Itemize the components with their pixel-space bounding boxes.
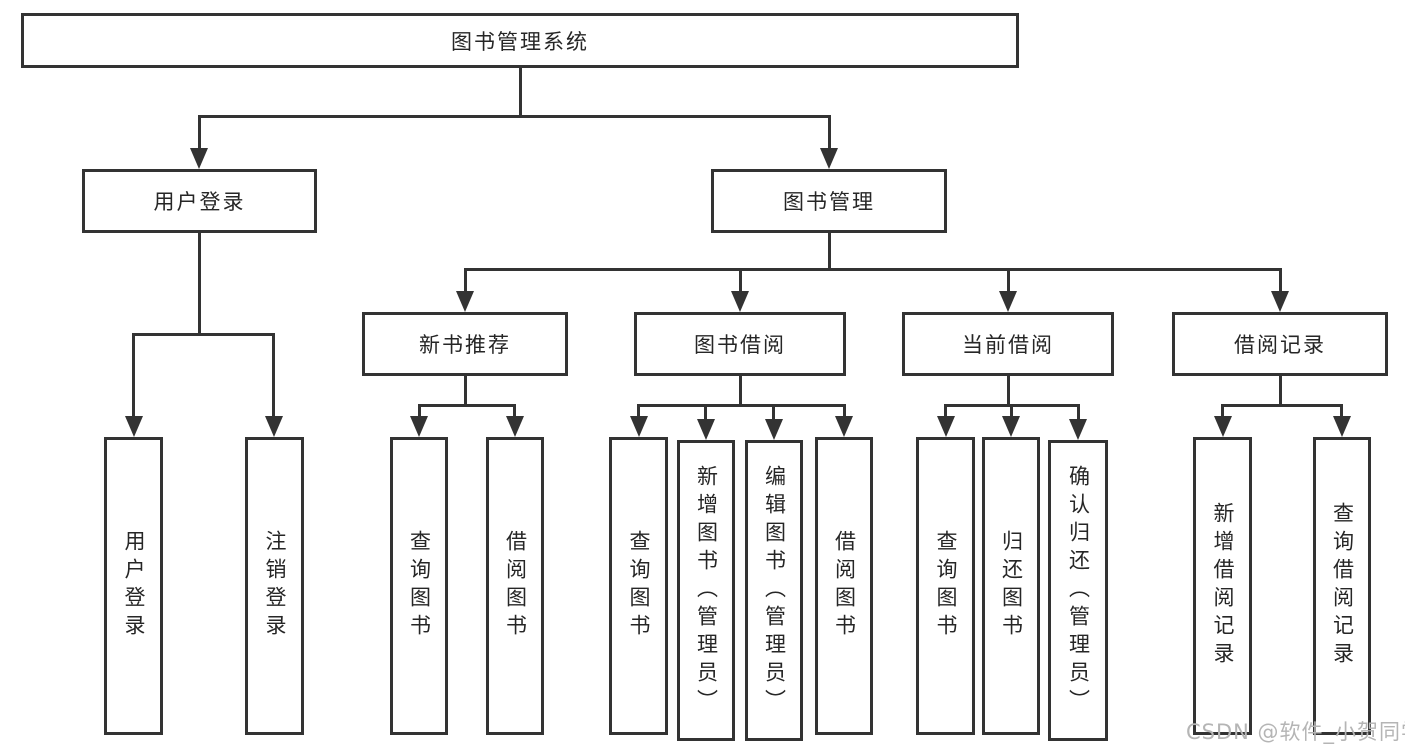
node-label: 当前借阅 <box>962 333 1054 357</box>
arrow-down-icon <box>410 416 428 437</box>
node-book-management: 图书管理 <box>711 169 947 233</box>
node-user-login: 用户登录 <box>82 169 317 233</box>
arrow-down-icon <box>765 419 783 440</box>
arrow-down-icon <box>125 416 143 437</box>
leaf-query-borrow-record: 查询借阅记录 <box>1313 437 1371 735</box>
connector-current-stem <box>1007 376 1010 407</box>
connector-leaf-drop <box>843 404 846 418</box>
arrow-down-icon <box>190 148 208 169</box>
arrow-down-icon <box>456 291 474 312</box>
connector-leaf-drop <box>132 333 135 418</box>
node-library-management-system: 图书管理系统 <box>21 13 1019 68</box>
node-label: 图书管理系统 <box>451 29 589 54</box>
arrow-down-icon <box>1002 416 1020 437</box>
arrow-down-icon <box>265 416 283 437</box>
leaf-query-books-recommend: 查询图书 <box>390 437 448 735</box>
node-new-book-recommendation: 新书推荐 <box>362 312 568 376</box>
leaf-label: 新增图书（管理员） <box>694 464 719 717</box>
connector-leaf-drop <box>513 404 516 418</box>
connector-leaf-drop <box>704 404 707 421</box>
leaf-label: 编辑图书（管理员） <box>762 464 787 717</box>
arrow-down-icon <box>731 291 749 312</box>
connector-book-management-bar <box>464 268 1282 271</box>
arrow-down-icon <box>820 148 838 169</box>
arrow-down-icon <box>630 416 648 437</box>
leaf-label: 借阅图书 <box>503 530 528 642</box>
connector-leaf-drop <box>1340 404 1343 418</box>
arrow-down-icon <box>1214 416 1232 437</box>
leaf-label: 注销登录 <box>263 530 287 642</box>
connector-level3-drop <box>464 268 467 294</box>
arrow-down-icon <box>506 416 524 437</box>
node-label: 新书推荐 <box>419 333 511 357</box>
connector-book-management-drop <box>828 115 831 150</box>
connector-level3-drop <box>1007 268 1010 294</box>
leaf-query-books-borrowing: 查询图书 <box>609 437 668 735</box>
connector-level3-drop <box>1279 268 1282 294</box>
connector-records-bar <box>1221 404 1343 407</box>
leaf-label: 查询图书 <box>627 530 651 642</box>
leaf-add-borrow-record: 新增借阅记录 <box>1193 437 1252 735</box>
connector-root-bar <box>198 115 831 118</box>
leaf-borrow-books-recommend: 借阅图书 <box>486 437 544 735</box>
connector-user-login-drop <box>198 115 201 150</box>
leaf-label: 新增借阅记录 <box>1211 502 1235 670</box>
connector-leaf-drop <box>637 404 640 418</box>
watermark: CSDN @软件_小贺同学 <box>1186 720 1405 744</box>
connector-borrowing-bar <box>637 404 845 407</box>
leaf-borrow-books-borrowing: 借阅图书 <box>815 437 873 735</box>
node-label: 图书管理 <box>783 190 875 214</box>
connector-leaf-drop <box>944 404 947 418</box>
connector-recommendation-bar <box>418 404 516 407</box>
leaf-label: 确认归还（管理员） <box>1066 464 1091 717</box>
arrow-down-icon <box>835 416 853 437</box>
leaf-add-book-admin: 新增图书（管理员） <box>677 440 735 741</box>
arrow-down-icon <box>1271 291 1289 312</box>
connector-level3-drop <box>739 268 742 294</box>
connector-leaf-drop <box>772 404 775 421</box>
arrow-down-icon <box>1333 416 1351 437</box>
arrow-down-icon <box>1069 419 1087 440</box>
leaf-label: 查询借阅记录 <box>1330 502 1355 670</box>
leaf-query-books-current: 查询图书 <box>916 437 975 735</box>
leaf-label: 用户登录 <box>122 530 146 642</box>
node-current-borrowing: 当前借阅 <box>902 312 1114 376</box>
node-label: 借阅记录 <box>1234 333 1326 357</box>
connector-records-stem <box>1279 376 1282 407</box>
leaf-label: 查询图书 <box>407 530 432 642</box>
node-borrowing-records: 借阅记录 <box>1172 312 1388 376</box>
node-label: 用户登录 <box>153 190 246 214</box>
connector-leaf-drop <box>1010 404 1013 418</box>
arrow-down-icon <box>697 419 715 440</box>
leaf-edit-book-admin: 编辑图书（管理员） <box>745 440 803 741</box>
leaf-return-book: 归还图书 <box>982 437 1040 735</box>
connector-leaf-drop <box>272 333 275 418</box>
leaf-label: 归还图书 <box>999 530 1024 642</box>
connector-leaf-drop <box>418 404 421 418</box>
connector-recommendation-stem <box>464 376 467 407</box>
connector-user-login-stem <box>198 233 201 335</box>
connector-leaf-drop <box>1077 404 1080 421</box>
connector-leaf-drop <box>1221 404 1224 418</box>
arrow-down-icon <box>937 416 955 437</box>
node-book-borrowing: 图书借阅 <box>634 312 846 376</box>
leaf-label: 借阅图书 <box>832 530 857 642</box>
connector-root-stem <box>519 66 522 117</box>
leaf-user-login: 用户登录 <box>104 437 163 735</box>
connector-borrowing-stem <box>739 376 742 407</box>
leaf-confirm-return-admin: 确认归还（管理员） <box>1048 440 1108 741</box>
leaf-logout: 注销登录 <box>245 437 304 735</box>
node-label: 图书借阅 <box>694 333 786 357</box>
connector-book-management-stem <box>828 233 831 271</box>
leaf-label: 查询图书 <box>934 530 958 642</box>
connector-user-login-bar <box>132 333 275 336</box>
arrow-down-icon <box>999 291 1017 312</box>
